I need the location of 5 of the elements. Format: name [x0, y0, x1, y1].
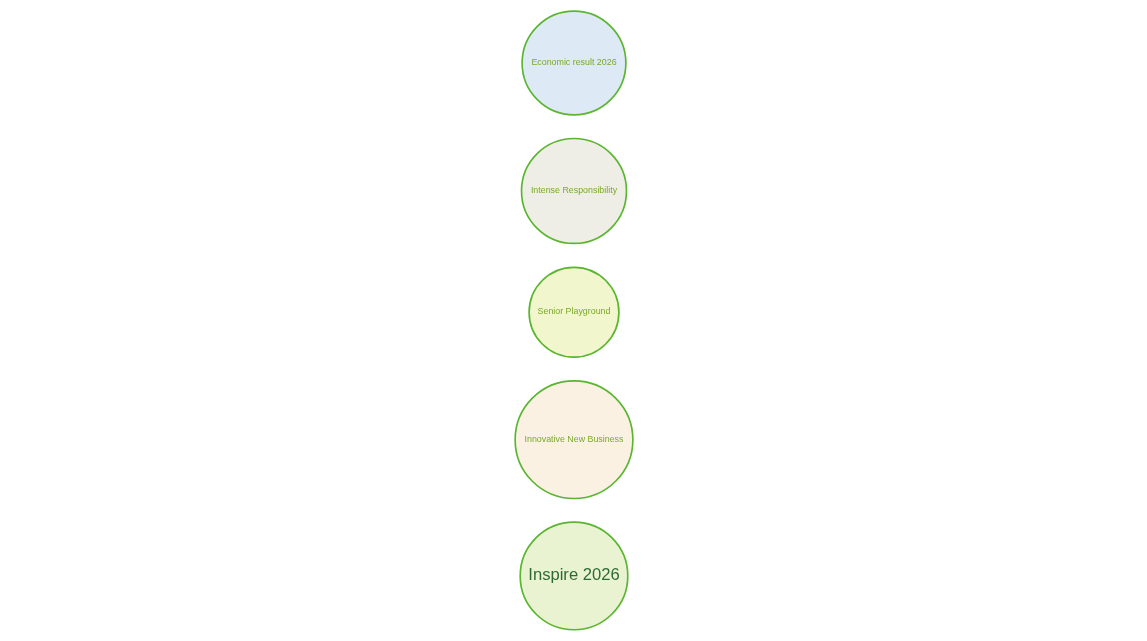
node-circle: Senior Playground — [527, 266, 620, 358]
node-circle: Intense Responsibility — [520, 137, 627, 245]
node-circle: Innovative New Business — [513, 380, 634, 500]
node-circle: Inspire 2026 — [518, 521, 629, 631]
node-circle: Economic result 2026 — [520, 10, 627, 116]
